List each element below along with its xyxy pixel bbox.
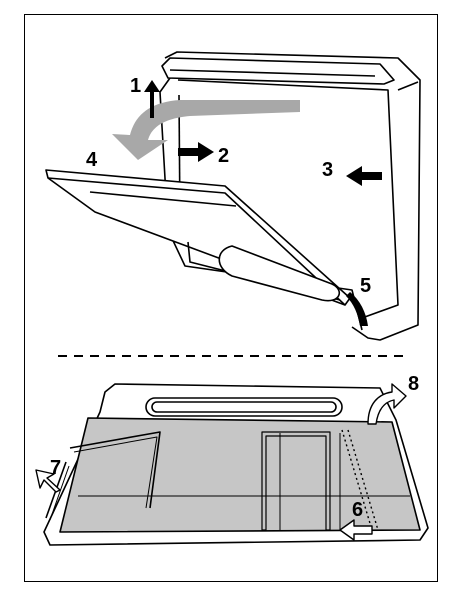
step-label-4: 4 bbox=[86, 149, 98, 171]
step-label-8: 8 bbox=[408, 373, 419, 395]
step-label-7: 7 bbox=[50, 457, 61, 479]
clip-5-icon bbox=[346, 292, 368, 326]
step-label-5: 5 bbox=[360, 275, 371, 297]
filter-panel bbox=[46, 170, 350, 305]
step-label-2: 2 bbox=[218, 145, 229, 167]
step-label-1: 1 bbox=[130, 75, 141, 97]
step-label-6: 6 bbox=[352, 499, 363, 521]
step-label-3: 3 bbox=[322, 159, 333, 181]
